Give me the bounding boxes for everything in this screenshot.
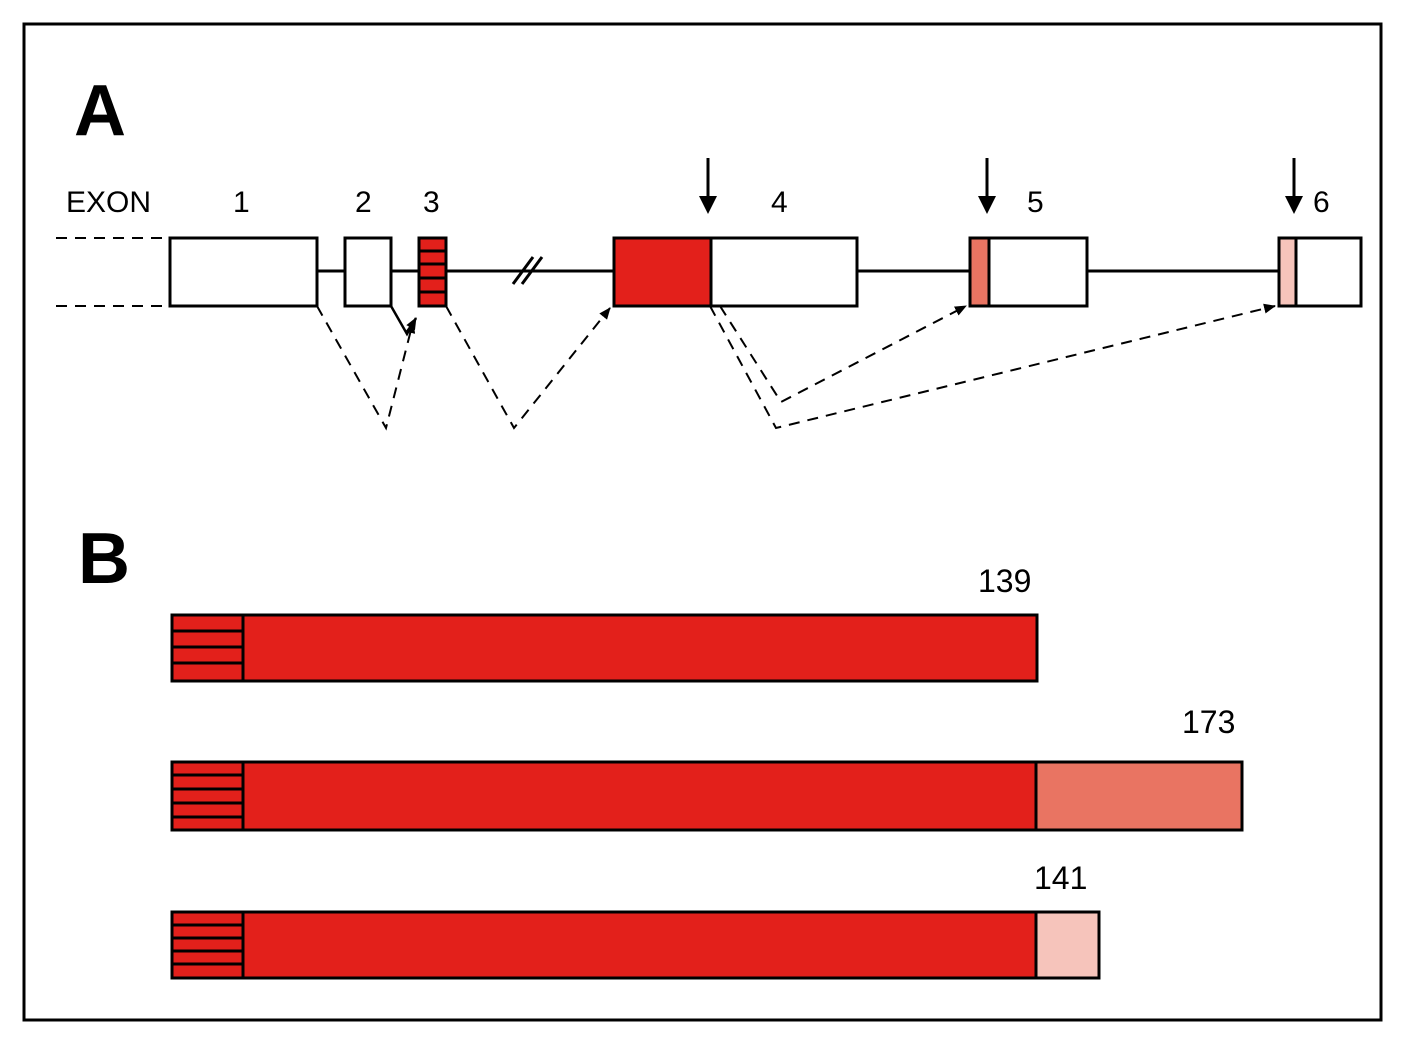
- splice-path-exon2-to-exon3: [389, 305, 418, 337]
- protein-length-139: 139: [978, 563, 1031, 599]
- splice-path-exon1-to-exon3: [316, 305, 416, 431]
- protein-length-173: 173: [1182, 704, 1235, 740]
- stop-codon-arrow-exon6: [1285, 158, 1303, 214]
- exon-1-box: [168, 236, 319, 308]
- exon-heading: EXON: [66, 186, 151, 219]
- protein-bar-139: [170, 613, 1039, 683]
- exon-5-box: [968, 236, 1089, 308]
- splice-path-exon3-to-exon4: [445, 305, 611, 430]
- exon3-encoded-segment: [170, 760, 245, 832]
- exon-number-1: 1: [233, 186, 250, 219]
- exon-2-box: [343, 236, 393, 308]
- exon3-encoded-segment: [170, 910, 245, 980]
- panel-b-label: B: [78, 519, 130, 599]
- exon-number-6: 6: [1313, 186, 1330, 219]
- exon-3-box: [417, 236, 448, 308]
- protein-bar-141: [170, 910, 1101, 980]
- figure-frame: [22, 22, 1383, 1022]
- splice-path-exon4-to-exon5: [719, 305, 967, 404]
- stop-codon-arrow-exon5: [978, 158, 996, 214]
- exon-number-5: 5: [1027, 186, 1044, 219]
- exon5-encoded-tail: [1034, 760, 1244, 832]
- exon-number-3: 3: [423, 186, 440, 219]
- exon-number-4: 4: [771, 186, 788, 219]
- splice-path-exon4-to-exon6: [709, 303, 1276, 430]
- intron-break-mark: [511, 256, 544, 285]
- exon6-encoded-tail: [1034, 910, 1101, 980]
- exon-number-2: 2: [355, 186, 372, 219]
- upstream-dashed-lines: [56, 237, 170, 307]
- panel-a-label: A: [74, 71, 126, 151]
- protein-bar-173: [170, 760, 1244, 832]
- protein-length-141: 141: [1034, 860, 1087, 896]
- exon-6-box: [1277, 236, 1363, 308]
- stop-codon-arrow-exon4: [699, 158, 717, 214]
- exon-4-box: [612, 236, 859, 308]
